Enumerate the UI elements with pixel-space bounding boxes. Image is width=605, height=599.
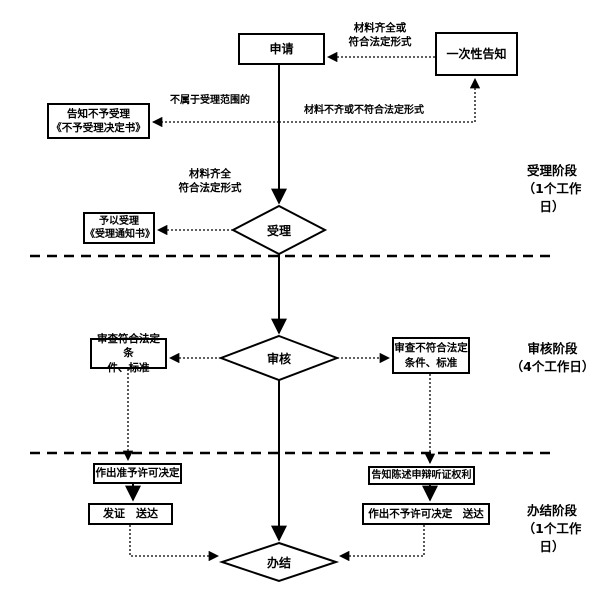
edge-deny-to-finish — [338, 525, 425, 562]
accept-diamond — [230, 204, 328, 256]
issue-deliver-box: 发证 送达 — [88, 503, 173, 525]
edge-label-complete-legal: 材料齐全 符合法定形式 — [178, 168, 242, 195]
review-fail-box: 审查不符合法定 条件、标准 — [392, 337, 470, 374]
edge-to-one-time-notice — [279, 77, 481, 123]
hearing-rights-box: 告知陈述申辩听证权利 — [368, 466, 475, 485]
stage-label-finish: 办结阶段 （1个工作 日） — [522, 503, 582, 555]
stage-label-review: 审核阶段 （4个工作日） — [510, 341, 595, 375]
apply-box: 申请 — [238, 33, 325, 65]
edge-label-not-in-scope: 不属于受理范围的 — [170, 95, 250, 106]
accept-notice-box: 予以受理 《受理通知书》 — [83, 212, 155, 244]
grant-decision-box: 作出准予许可决定 — [93, 463, 182, 484]
deny-decision-box: 作出不予许可决定 送达 — [362, 503, 490, 525]
reject-notice-box: 告知不予受理 《不予受理决定书》 — [47, 103, 150, 139]
review-diamond — [218, 334, 340, 382]
one-time-notice-box: 一次性告知 — [435, 32, 518, 76]
edge-label-incomplete-or-illegal: 材料不齐或不符合法定形式 — [304, 105, 424, 116]
review-pass-box: 审查符合法定条 件、标准 — [90, 333, 167, 374]
stage-label-accept: 受理阶段 （1个工作 日） — [522, 163, 582, 215]
review-diamond-label: 审核 — [266, 351, 291, 366]
finish-diamond — [218, 541, 340, 583]
finish-diamond-label: 办结 — [266, 555, 291, 570]
edge-label-complete-or-legal: 材料齐全或 符合法定形式 — [348, 22, 412, 49]
edge-issue-to-finish — [129, 525, 220, 562]
accept-diamond-label: 受理 — [266, 223, 291, 238]
